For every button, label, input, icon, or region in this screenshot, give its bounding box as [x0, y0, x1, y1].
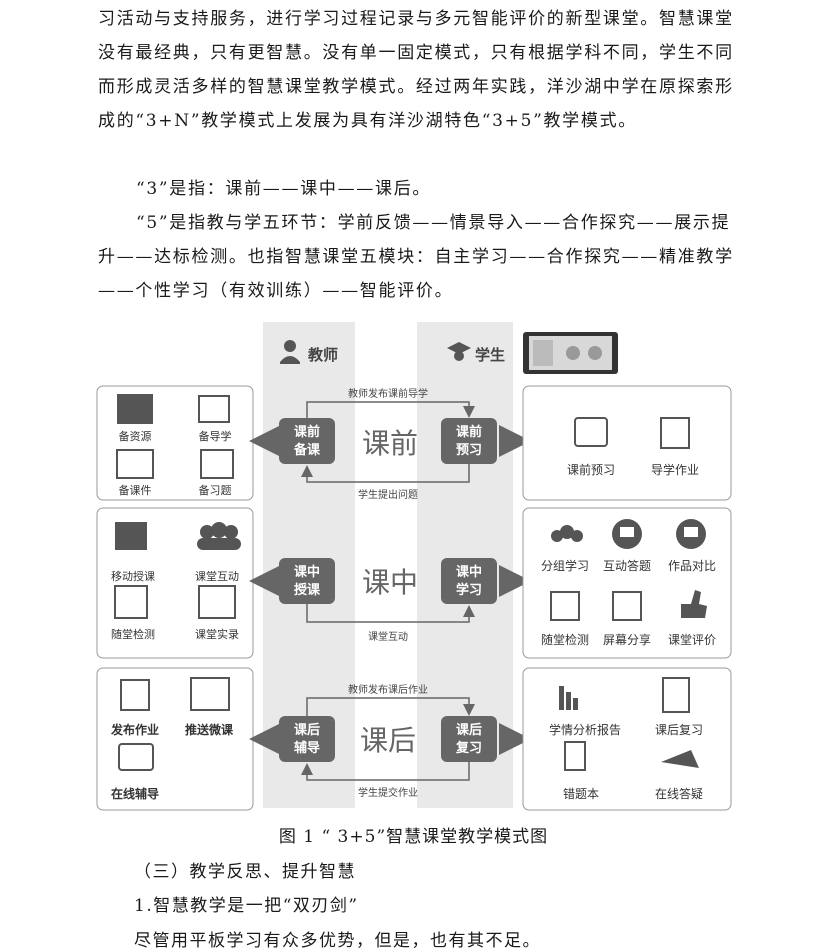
svg-text:随堂检测: 随堂检测	[541, 632, 589, 647]
paragraph-1: 习活动与支持服务，进行学习过程记录与多元智能评价的新型课堂。智慧课堂没有最经典，…	[98, 9, 734, 131]
svg-text:学情分析报告: 学情分析报告	[549, 722, 621, 737]
svg-text:移动授课: 移动授课	[111, 569, 155, 583]
svg-text:教师发布课后作业: 教师发布课后作业	[348, 683, 428, 696]
svg-text:课堂评价: 课堂评价	[668, 633, 716, 647]
student-header: 学生	[447, 342, 505, 364]
svg-text:授课: 授课	[294, 582, 321, 598]
subsection-heading: 1.智慧教学是一把“双刃剑”	[134, 896, 359, 916]
svg-text:发布作业: 发布作业	[110, 722, 159, 737]
before-right-item-1: 课前预习	[567, 462, 615, 477]
svg-text:课前: 课前	[456, 424, 482, 440]
svg-text:推送微课: 推送微课	[185, 722, 234, 737]
during-stage-label: 课中	[362, 566, 418, 599]
student-icon	[447, 342, 471, 354]
student-label: 学生	[475, 346, 505, 364]
svg-text:课堂互动: 课堂互动	[368, 631, 408, 643]
svg-text:课堂实录: 课堂实录	[195, 627, 239, 641]
after-stage-label: 课后	[360, 724, 416, 757]
section-heading: （三）教学反思、提升智慧	[134, 862, 356, 882]
tablet-image	[523, 332, 618, 374]
svg-text:作品对比: 作品对比	[668, 559, 716, 573]
svg-text:预习: 预习	[456, 443, 482, 458]
svg-text:错题本: 错题本	[563, 787, 599, 801]
teaching-model-diagram: 教师 学生 备资源 备导学 备课件 备习题 课前 备课 课前 课前 预习 教师发…	[96, 322, 732, 811]
teacher-header: 教师	[280, 340, 338, 364]
svg-text:课中: 课中	[456, 564, 482, 580]
paragraph-3: “5”是指教与学五环节：学前反馈——情景导入——合作探究——展示提升——达标检测…	[98, 213, 734, 301]
svg-text:在线答疑: 在线答疑	[655, 786, 703, 801]
before-student-box	[441, 418, 497, 464]
teacher-label: 教师	[307, 346, 338, 364]
during-student-box	[441, 558, 497, 604]
svg-text:课堂互动: 课堂互动	[195, 570, 239, 583]
before-right-item-2: 导学作业	[651, 462, 699, 477]
svg-text:学习: 学习	[456, 582, 482, 598]
svg-text:课后: 课后	[294, 722, 320, 738]
body-last-line: 尽管用平板学习有众多优势，但是，也有其不足。	[134, 931, 541, 951]
before-right-panel	[522, 385, 732, 501]
svg-text:课后: 课后	[456, 722, 482, 738]
before-left-icons	[116, 394, 234, 479]
before-arrow-bottom: 学生提出问题	[358, 488, 418, 501]
svg-text:复习: 复习	[455, 740, 482, 756]
svg-text:学生提交作业: 学生提交作业	[358, 786, 418, 799]
svg-text:互动答题: 互动答题	[603, 558, 651, 573]
before-stage-label: 课前	[362, 427, 418, 460]
svg-text:课前: 课前	[294, 424, 320, 440]
svg-text:在线辅导: 在线辅导	[111, 786, 159, 801]
svg-text:课中: 课中	[294, 564, 320, 580]
after-teacher-box	[279, 716, 335, 762]
paragraph-2: “3”是指：课前——课中——课后。	[136, 179, 432, 199]
during-teacher-box	[279, 558, 335, 604]
svg-text:随堂检测: 随堂检测	[111, 627, 155, 641]
before-left-item-2: 备导学	[199, 429, 232, 443]
before-left-item-4: 备习题	[199, 483, 232, 497]
before-arrow-top: 教师发布课前导学	[348, 387, 428, 400]
svg-text:课后复习: 课后复习	[655, 723, 703, 737]
svg-text:辅导: 辅导	[294, 740, 320, 756]
before-left-item-1: 备资源	[119, 429, 152, 443]
after-student-box	[441, 716, 497, 762]
before-teacher-box	[279, 418, 335, 464]
teacher-icon	[280, 356, 300, 364]
before-left-item-3: 备课件	[119, 483, 152, 497]
svg-text:备课: 备课	[293, 442, 321, 458]
figure-caption: 图 1 “ 3+5”智慧课堂教学模式图	[278, 827, 549, 847]
svg-text:分组学习: 分组学习	[541, 558, 589, 573]
svg-text:屏幕分享: 屏幕分享	[603, 632, 651, 647]
